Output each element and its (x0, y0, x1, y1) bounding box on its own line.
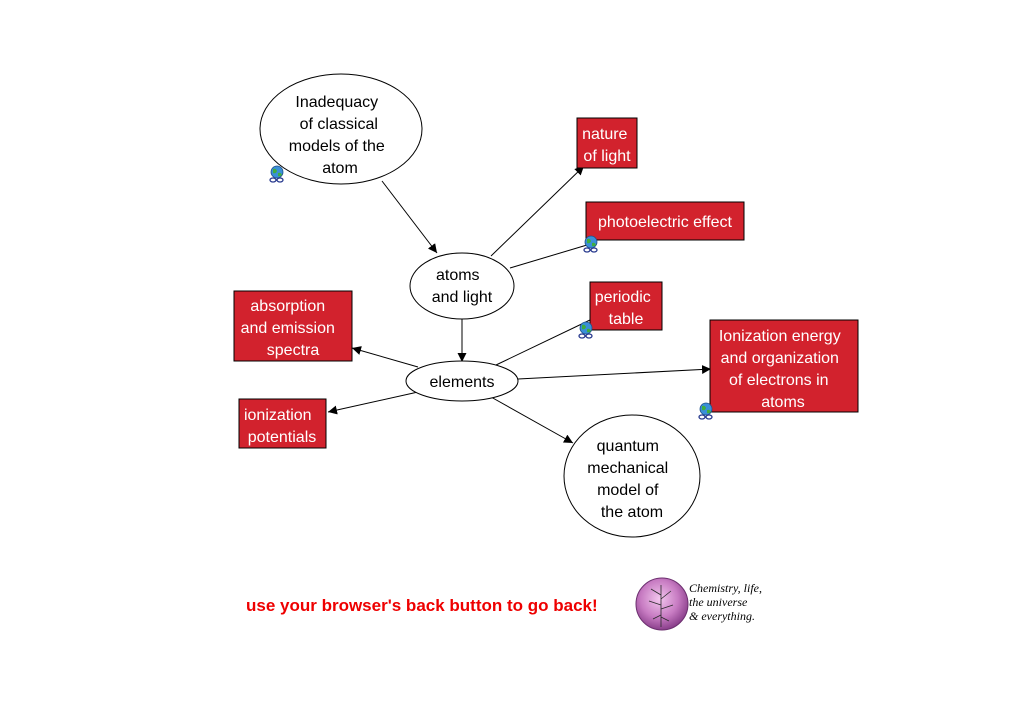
web-link-globe-icon[interactable] (583, 235, 598, 253)
link-ionization-energy-line-4: atoms (761, 394, 805, 411)
svg-text:Ionization energy and or: Ionization energy and organization of el… (719, 328, 845, 411)
back-instruction-text: use your browser's back button to go bac… (246, 596, 598, 615)
link-periodic-line-1: periodic (595, 289, 651, 306)
node-quantum-line-3: model of (597, 482, 659, 499)
link-absorption-line-1: absorption (250, 298, 325, 315)
logo-globe-icon (635, 577, 689, 631)
edge-elements-to-ionization-potentials (327, 391, 419, 415)
edge-inadequacy-to-atoms-light (381, 180, 438, 254)
link-ionization-energy-line-2: and organization (721, 350, 839, 367)
link-ionization-energy-line-3: of electrons in (729, 372, 829, 389)
link-absorption-emission-spectra[interactable]: absorption and emission spectra (233, 290, 353, 362)
link-nature-of-light[interactable]: nature of light (576, 117, 638, 169)
node-inadequacy: Inadequacy of classical models of the at… (259, 73, 423, 185)
edge-elements-to-absorption (351, 346, 419, 368)
node-quantum-model: quantum mechanical model of the atom (563, 414, 701, 538)
node-inadequacy-line-2: of classical (300, 116, 378, 133)
svg-text:Inadequacy of classical: Inadequacy of classical models of the at… (289, 94, 390, 177)
svg-text:ionization potentials: ionization potentials (244, 407, 316, 446)
link-ionization-energy[interactable]: Ionization energy and organization of el… (709, 319, 859, 413)
link-absorption-line-3: spectra (267, 342, 320, 359)
svg-text:atoms and light: atoms and light (432, 267, 493, 306)
edge-atoms-light-to-photoelectric (509, 244, 588, 269)
svg-text:elements: elements (430, 374, 495, 391)
edges (327, 165, 712, 444)
link-nature-line-1: nature (582, 126, 627, 143)
web-link-globe-icon[interactable] (698, 402, 713, 420)
node-inadequacy-line-1: Inadequacy (295, 94, 378, 111)
node-atoms-light-line-2: and light (432, 289, 493, 306)
node-inadequacy-line-3: models of the (289, 138, 385, 155)
node-inadequacy-line-4: atom (322, 160, 358, 177)
node-quantum-line-4: the atom (601, 504, 663, 521)
link-ionization-energy-line-1: Ionization energy (719, 328, 841, 345)
link-nature-line-2: of light (583, 148, 631, 165)
link-ionization-potentials-line-2: potentials (248, 429, 317, 446)
web-link-globe-icon[interactable] (578, 321, 593, 339)
node-elements: elements (405, 360, 519, 402)
logo-line-1: Chemistry, life, (689, 581, 762, 595)
link-photoelectric-effect[interactable]: photoelectric effect (585, 201, 745, 241)
web-link-globe-icon[interactable] (269, 165, 284, 183)
svg-text:quantum mechanical: quantum mechanical model of the atom (587, 438, 672, 521)
svg-text:photoelectric effect: photoelectric effect (598, 214, 733, 231)
svg-text:nature of light: nature of light (582, 126, 632, 165)
link-ionization-potentials[interactable]: ionization potentials (238, 398, 327, 449)
link-absorption-line-2: and emission (241, 320, 335, 337)
svg-text:absorption and emission: absorption and emission spectra (241, 298, 340, 359)
node-atoms-light-line-1: atoms (436, 267, 480, 284)
node-quantum-line-2: mechanical (587, 460, 668, 477)
link-photoelectric-label: photoelectric effect (598, 214, 733, 231)
link-ionization-potentials-line-1: ionization (244, 407, 312, 424)
node-atoms-light: atoms and light (409, 252, 515, 320)
link-periodic-line-2: table (609, 311, 644, 328)
node-elements-label: elements (430, 374, 495, 391)
edge-atoms-light-to-nature-light (490, 165, 585, 257)
edge-elements-to-quantum (490, 396, 574, 444)
svg-text:Chemistry, life, the unive: Chemistry, life, the universe & everythi… (689, 581, 765, 623)
chemistry-life-universe-logo[interactable]: Chemistry, life, the universe & everythi… (635, 575, 785, 633)
node-quantum-line-1: quantum (597, 438, 659, 455)
link-periodic-table[interactable]: periodic table (589, 281, 663, 331)
svg-text:periodic table: periodic table (595, 289, 655, 328)
logo-tree-icon (648, 585, 674, 627)
edge-elements-to-ionization-energy (517, 364, 712, 380)
edge-elements-to-periodic-table (495, 319, 591, 366)
logo-line-3: & everything. (689, 609, 755, 623)
logo-line-2: the universe (689, 595, 748, 609)
